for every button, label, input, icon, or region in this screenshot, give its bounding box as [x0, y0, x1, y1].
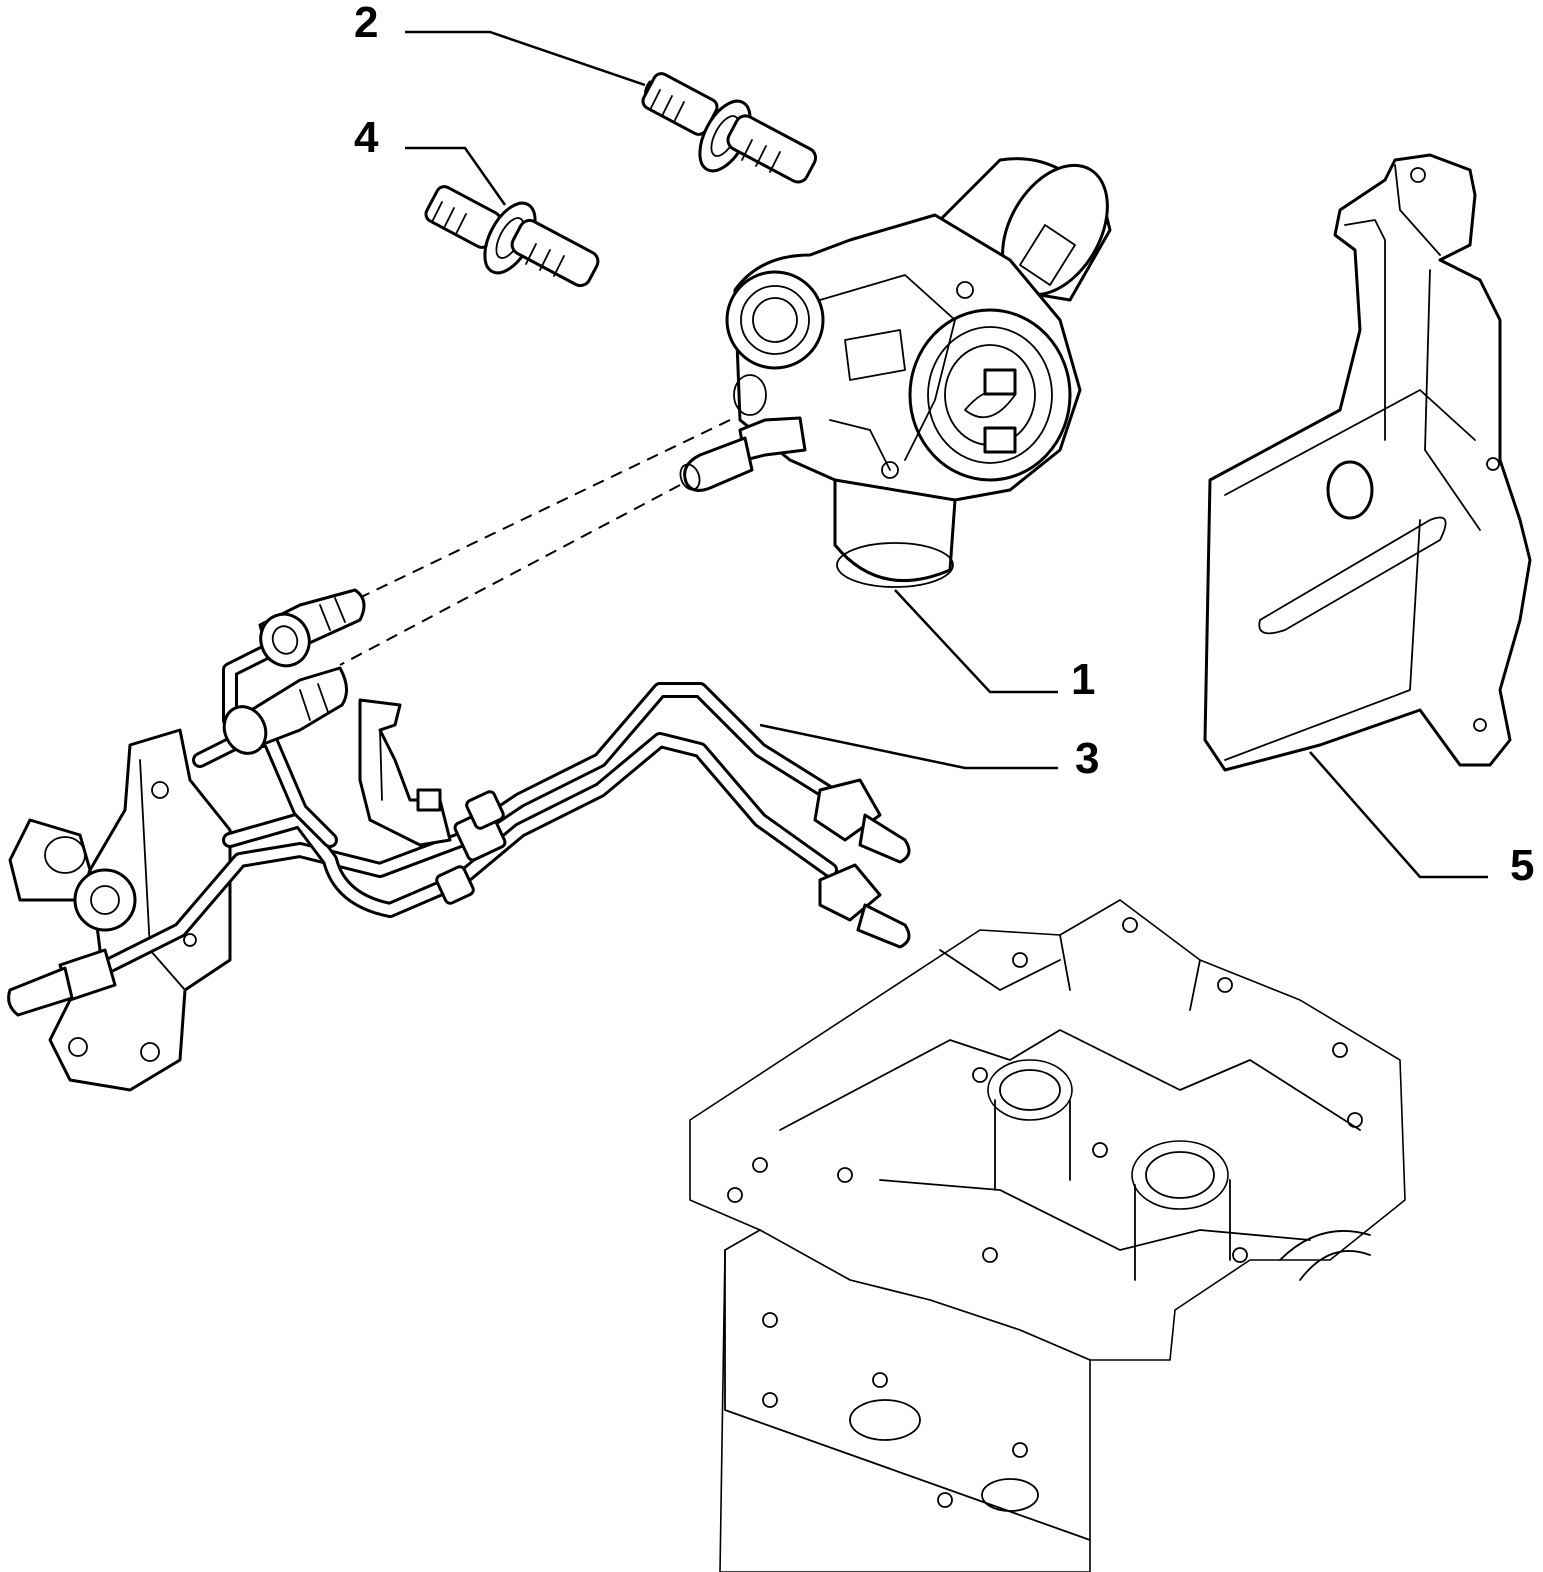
callout-label-5: 5	[1510, 841, 1534, 890]
callout-label-3: 3	[1075, 734, 1099, 783]
callout-labels: 2 4 1 3 5	[354, 0, 1534, 890]
callout-label-2: 2	[354, 0, 378, 47]
part-5-heat-shield	[1203, 153, 1532, 772]
callout-label-4: 4	[354, 113, 379, 162]
engine-block	[689, 899, 1406, 1572]
part-1-fuel-pump	[679, 157, 1112, 588]
callout-label-1: 1	[1071, 655, 1095, 704]
leader-lines	[405, 30, 1488, 879]
part-3-fuel-pipes	[7, 588, 911, 1092]
assembly-dashed-lines	[339, 419, 731, 666]
part-2-stud	[641, 72, 818, 184]
part-4-stud	[424, 185, 600, 288]
